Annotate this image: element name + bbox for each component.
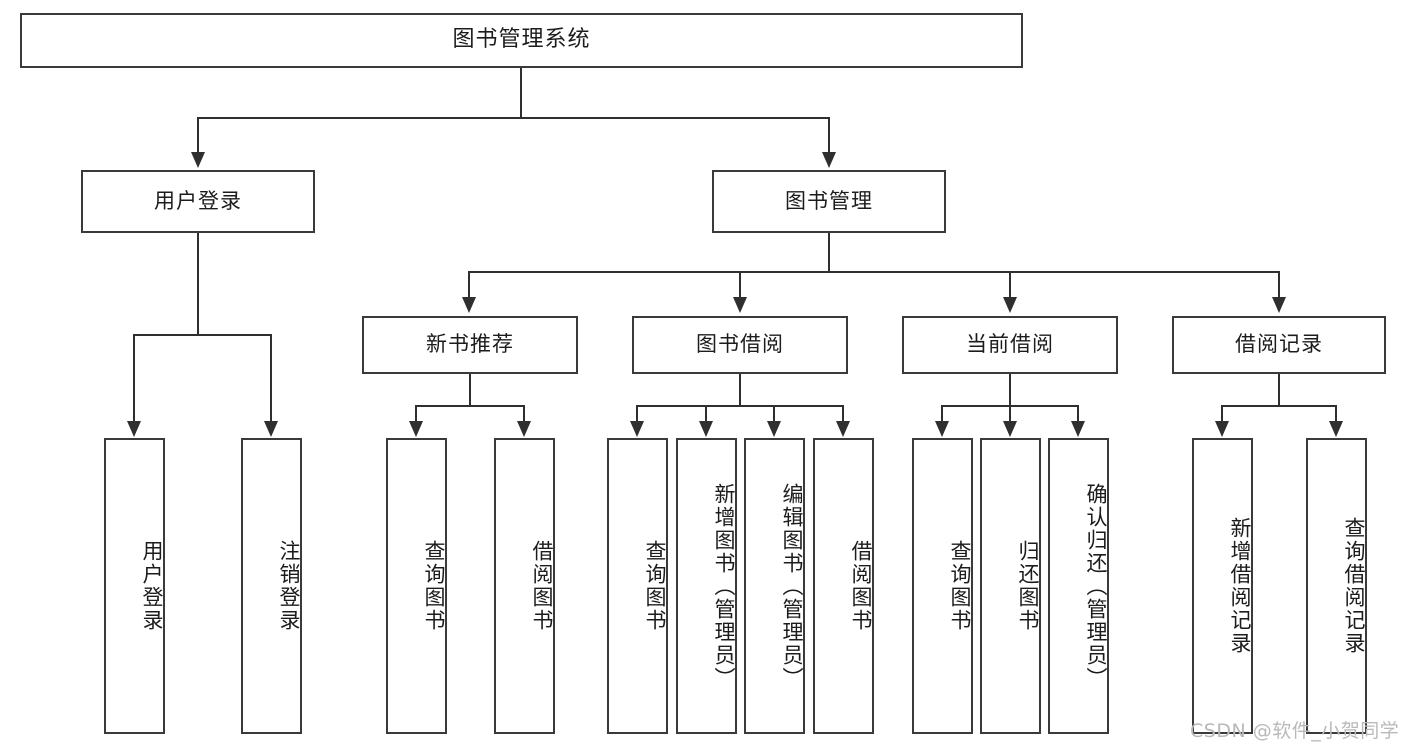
arrow-root-to-user-login [191,152,205,168]
connector-bb-to-leaf-3 [773,405,775,422]
connector-root-stem [520,68,522,118]
arrow-cb-to-leaf-2 [1003,421,1017,437]
connector-book-management-stem [828,233,830,272]
node-borrow-record[interactable]: 借阅记录 [1172,316,1386,374]
node-current-borrow[interactable]: 当前借阅 [902,316,1118,374]
node-label: 借阅图书 [530,540,554,632]
connector-bm-to-borrow-record [1278,271,1280,298]
connector-book-borrow-split-bar [636,405,844,407]
connector-bb-to-leaf-2 [705,405,707,422]
connector-bm-to-book-borrow [739,271,741,298]
node-label: 新书推荐 [426,332,514,357]
leaf-borrow-record-add-record[interactable]: 新增借阅记录 [1192,438,1253,734]
leaf-book-borrow-query-book[interactable]: 查询图书 [607,438,668,734]
leaf-book-borrow-edit-book-admin[interactable]: 编辑图书（管理员） [744,438,805,734]
connector-root-to-book-management [828,117,830,153]
node-label: 当前借阅 [966,332,1054,357]
node-label: 借阅图书 [849,540,873,632]
arrow-nb-to-leaf-1 [409,421,423,437]
connector-br-to-leaf-1 [1221,405,1223,422]
leaf-book-borrow-add-book-admin[interactable]: 新增图书（管理员） [676,438,737,734]
leaf-user-login-login[interactable]: 用户登录 [104,438,165,734]
connector-user-login-to-leaf-2 [270,334,272,422]
arrow-root-to-book-management [822,152,836,168]
connector-new-book-stem [469,374,471,406]
leaf-new-book-query-book[interactable]: 查询图书 [386,438,447,734]
connector-book-management-split-bar [468,271,1280,273]
arrow-bm-to-borrow-record [1272,297,1286,313]
leaf-user-login-logout[interactable]: 注销登录 [241,438,302,734]
connector-nb-to-leaf-2 [523,405,525,422]
leaf-current-borrow-confirm-return-admin[interactable]: 确认归还（管理员） [1048,438,1109,734]
connector-cb-to-leaf-2 [1009,405,1011,422]
arrow-br-to-leaf-1 [1215,421,1229,437]
connector-br-to-leaf-2 [1335,405,1337,422]
node-book-management[interactable]: 图书管理 [712,170,946,233]
connector-cb-to-leaf-3 [1077,405,1079,422]
connector-borrow-record-stem [1278,374,1280,406]
connector-borrow-record-split-bar [1221,405,1337,407]
arrow-cb-to-leaf-3 [1071,421,1085,437]
connector-bb-to-leaf-4 [842,405,844,422]
arrow-br-to-leaf-2 [1329,421,1343,437]
node-label: 确认归还（管理员） [1084,482,1108,690]
connector-user-login-split-bar [133,334,272,336]
leaf-borrow-record-query-record[interactable]: 查询借阅记录 [1306,438,1367,734]
connector-current-borrow-stem [1009,374,1011,406]
arrow-bb-to-leaf-4 [836,421,850,437]
arrow-bb-to-leaf-3 [767,421,781,437]
node-user-login[interactable]: 用户登录 [81,170,315,233]
leaf-current-borrow-return-book[interactable]: 归还图书 [980,438,1041,734]
connector-bb-to-leaf-1 [636,405,638,422]
arrow-cb-to-leaf-1 [935,421,949,437]
connector-new-book-split-bar [415,405,525,407]
node-label: 借阅记录 [1235,332,1323,357]
arrow-bm-to-book-borrow [733,297,747,313]
arrow-bm-to-current-borrow [1003,297,1017,313]
leaf-current-borrow-query-book[interactable]: 查询图书 [912,438,973,734]
connector-root-to-user-login [197,117,199,153]
node-label: 图书管理系统 [452,27,591,53]
node-label: 查询图书 [643,540,667,632]
node-book-borrow[interactable]: 图书借阅 [632,316,848,374]
node-new-book-recommend[interactable]: 新书推荐 [362,316,578,374]
connector-root-split-bar [197,117,830,119]
node-label: 新增图书（管理员） [712,482,736,690]
node-label: 查询图书 [948,540,972,632]
node-label: 注销登录 [277,540,301,632]
leaf-book-borrow-borrow-book[interactable]: 借阅图书 [813,438,874,734]
node-label: 用户登录 [140,540,164,632]
node-label: 归还图书 [1016,540,1040,632]
node-label: 新增借阅记录 [1228,517,1252,655]
connector-user-login-stem [197,233,199,335]
connector-nb-to-leaf-1 [415,405,417,422]
connector-book-borrow-stem [739,374,741,406]
node-label: 用户登录 [154,188,242,213]
connector-bm-to-current-borrow [1009,271,1011,298]
arrow-bm-to-new-book [462,297,476,313]
arrow-user-login-to-leaf-1 [127,421,141,437]
connector-cb-to-leaf-1 [941,405,943,422]
arrow-bb-to-leaf-2 [699,421,713,437]
leaf-new-book-borrow-book[interactable]: 借阅图书 [494,438,555,734]
node-root-book-management-system[interactable]: 图书管理系统 [20,13,1023,68]
connector-bm-to-new-book [468,271,470,298]
node-label: 查询图书 [422,540,446,632]
arrow-nb-to-leaf-2 [517,421,531,437]
node-label: 编辑图书（管理员） [780,482,804,690]
arrow-user-login-to-leaf-2 [264,421,278,437]
connector-user-login-to-leaf-1 [133,334,135,422]
node-label: 图书借阅 [696,332,784,357]
node-label: 查询借阅记录 [1342,517,1366,655]
arrow-bb-to-leaf-1 [630,421,644,437]
node-label: 图书管理 [785,188,873,213]
